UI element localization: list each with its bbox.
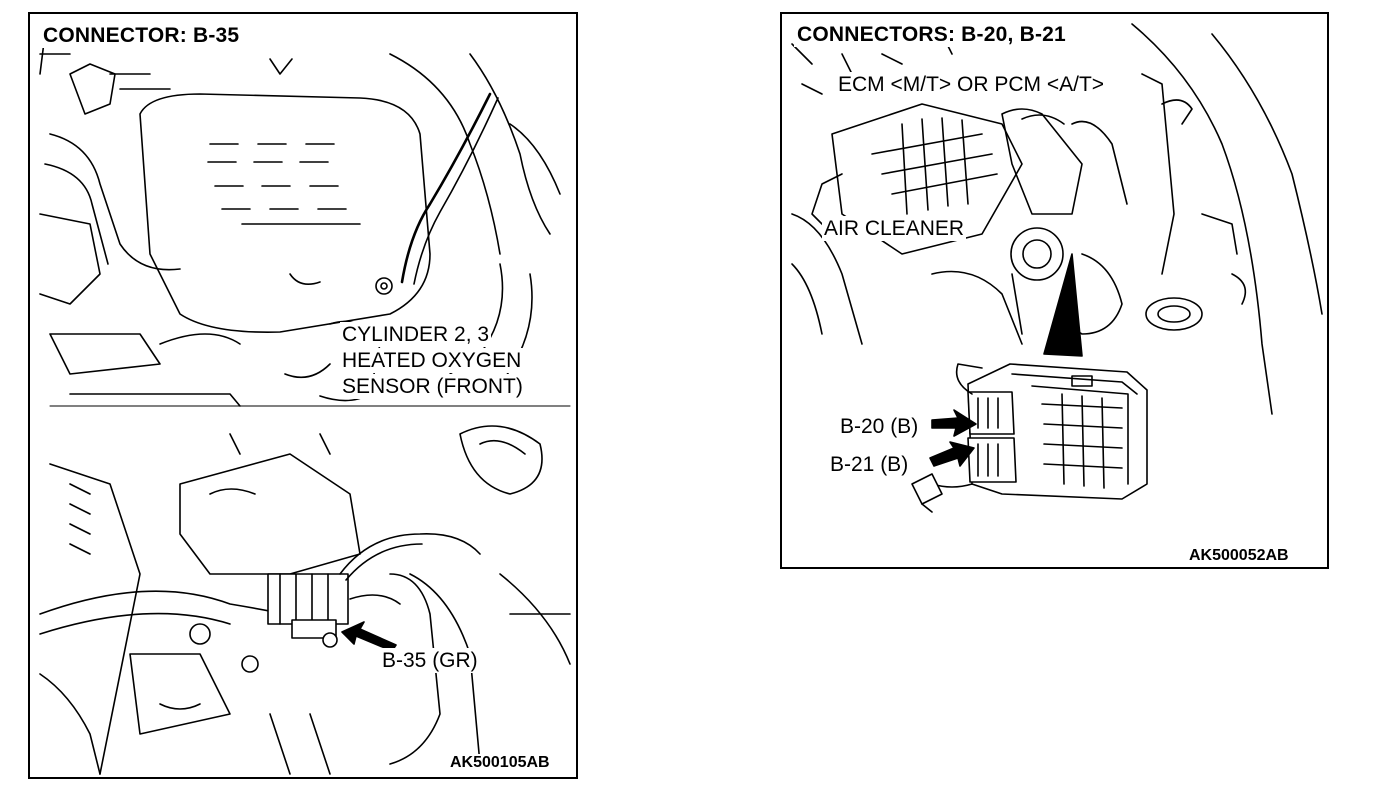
ecm-unit-enlarged	[911, 363, 1148, 513]
engine-bay-illustration	[39, 33, 571, 775]
arrow-b20-icon	[931, 409, 977, 437]
left-figure-panel: CONNECTOR: B-35 CYLINDER 2, 3 HEATED OXY…	[28, 12, 578, 779]
ecm-location-illustration	[791, 23, 1323, 513]
connector-b20-label: B-20 (B)	[838, 414, 921, 439]
right-panel-title: CONNECTORS: B-20, B-21	[794, 23, 1069, 47]
right-figure-code: AK500052AB	[1189, 547, 1289, 565]
connector-b21-label: B-21 (B)	[828, 452, 911, 477]
sensor-label-line-2: HEATED OXYGEN	[340, 348, 524, 373]
right-figure-panel: CONNECTORS: B-20, B-21 ECM <M/T> OR PCM …	[780, 12, 1329, 569]
arrow-b21-icon	[929, 441, 975, 467]
sensor-label-line-3: SENSOR (FRONT)	[340, 374, 525, 399]
engine-compartment-view	[791, 23, 1323, 415]
air-cleaner-label: AIR CLEANER	[822, 216, 967, 241]
ecm-pcm-label: ECM <M/T> OR PCM <A/T>	[836, 72, 1107, 97]
arrow-b35-icon	[341, 621, 397, 652]
lower-engine-view	[39, 425, 571, 775]
connector-b35-label: B-35 (GR)	[380, 648, 480, 673]
left-figure-code: AK500105AB	[450, 754, 550, 772]
sensor-label-line-1: CYLINDER 2, 3	[340, 322, 492, 347]
left-panel-title: CONNECTOR: B-35	[40, 24, 243, 48]
upper-engine-view	[39, 33, 571, 407]
